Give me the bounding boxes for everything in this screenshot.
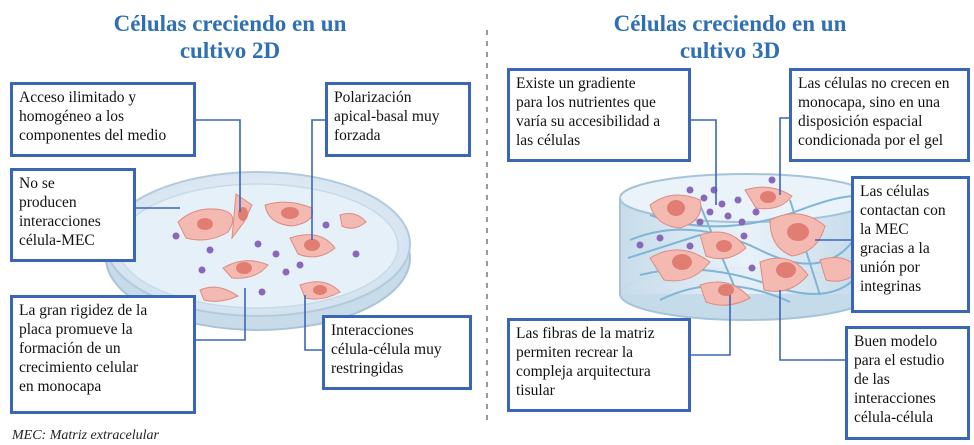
title-2d-line2: cultivo 2D [179,38,281,63]
cells-3d [649,186,861,306]
title-2d-line1: Células creciendo en un [113,11,347,36]
title-3d-line1: Células creciendo en un [613,11,847,36]
callout-3d-monocapa: Las células no crecen en monocapa, sino … [789,68,970,162]
leader-lines [135,117,852,361]
nutrient-dots-2d [172,221,360,296]
callout-3d-gradiente: Existe un gradiente para los nutrientes … [507,68,691,162]
callout-2d-interacciones: Interacciones célula-célula muy restring… [322,315,472,390]
callout-3d-integrinas: Las células contactan con la MEC gracias… [851,176,970,313]
callout-2d-rigidez: La gran rigidez de la placa promueve la … [10,295,196,414]
callout-2d-acceso: Acceso ilimitado y homogéneo a los compo… [10,82,196,157]
callout-3d-modelo: Buen modelo para el estudio de las inter… [845,326,970,440]
cells-2d [177,193,367,302]
callout-3d-fibras: Las fibras de la matriz permiten recrear… [507,318,691,412]
title-3d: Células creciendo en un cultivo 3D [560,10,900,64]
nutrient-dots-3d [636,176,776,272]
title-3d-line2: cultivo 3D [679,38,781,63]
footnote: MEC: Matriz extracelular [12,428,159,443]
callout-2d-polarizacion: Polarización apical-basal muy forzada [325,82,471,157]
callout-2d-no-mec: No se producen interacciones célula-MEC [10,168,136,262]
title-2d: Células creciendo en un cultivo 2D [60,10,400,64]
